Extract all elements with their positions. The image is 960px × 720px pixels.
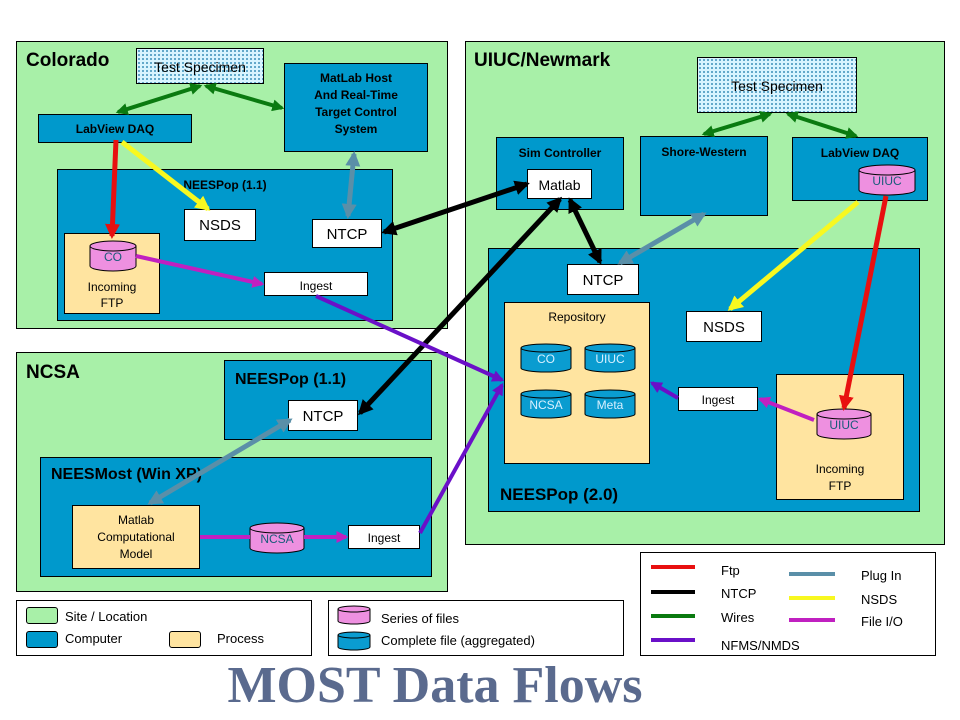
ntcp-colorado-label: NTCP (326, 226, 368, 243)
repo-meta-label: Meta (596, 398, 624, 412)
ftp-labview-uiuc (838, 195, 889, 411)
matlab-uiuc[interactable]: Matlab (527, 169, 592, 199)
co-file-cylinder[interactable]: CO (89, 240, 137, 272)
ntcp-uiuc[interactable]: NTCP (567, 264, 639, 295)
legend-ftp-label: Ftp (721, 563, 740, 578)
ntcp-ncsa[interactable]: NTCP (288, 400, 358, 431)
ftp-labview-co (105, 139, 120, 239)
legend-fileio-line (789, 618, 835, 622)
uiuc-labview-file-label: UIUC (872, 174, 902, 188)
repo-uiuc-cylinder[interactable]: UIUC (584, 343, 636, 373)
wire-specimen-labview-uiuc (785, 111, 859, 139)
legend-process-swatch (169, 631, 201, 648)
ncsa-file-label: NCSA (260, 532, 294, 546)
ntcp-uiuc-label: NTCP (582, 272, 624, 289)
legend-site-label: Site / Location (65, 609, 148, 624)
repository-label: Repository (548, 310, 606, 324)
nsds-uiuc-label: NSDS (703, 319, 745, 336)
ntcp-matlab-ntcp-uiuc (567, 197, 603, 265)
ncsa-file-cylinder[interactable]: NCSA (249, 522, 305, 554)
plugin-model-ntcp-ncsa (147, 417, 293, 506)
nfms-ingest-uiuc-repo (649, 381, 679, 400)
legend-plugin-line (789, 572, 835, 576)
ingest-uiuc[interactable]: Ingest (678, 387, 758, 411)
ingest-colorado-label: Ingest (299, 279, 333, 293)
nsds-labview-uiuc (727, 200, 860, 311)
neespop-ncsa-label: NEESPop (1.1) (235, 371, 347, 388)
incoming-ftp-colorado-label: Incoming FTP (87, 280, 137, 310)
nsds-colorado-label: NSDS (199, 217, 241, 234)
labview-daq-colorado[interactable]: LabView DAQ (38, 114, 192, 143)
neespop-uiuc-label: NEESPop (2.0) (500, 485, 619, 504)
nfms-ingest-ncsa-repo (418, 382, 504, 534)
nsds-colorado[interactable]: NSDS (184, 209, 256, 241)
site-title-colorado: Colorado (26, 50, 110, 71)
ingest-colorado[interactable]: Ingest (264, 272, 368, 296)
wire-specimen-matlabhost-co (203, 82, 285, 112)
legend-ftp-line (651, 565, 695, 569)
legend-plugin-label: Plug In (861, 568, 902, 583)
legend-wires-label: Wires (721, 610, 755, 625)
legend-computer-swatch (26, 631, 58, 648)
site-title-uiuc: UIUC/Newmark (474, 50, 611, 71)
legend-wires-line (651, 614, 695, 618)
legend-complete-cylinder (337, 631, 371, 651)
ntcp-ncsa-label: NTCP (302, 408, 344, 425)
sim-controller-label: Sim Controller (518, 146, 602, 160)
matlab-model-label: Matlab Computational Model (97, 513, 175, 561)
legend-series-label: Series of files (381, 611, 460, 626)
legend-complete-label: Complete file (aggregated) (381, 633, 535, 648)
legend-process-label: Process (217, 631, 264, 646)
matlab-uiuc-label: Matlab (538, 177, 581, 193)
labview-daq-uiuc-label: LabView DAQ (820, 146, 900, 160)
neespop-colorado-label: NEESPop (1.1) (183, 178, 267, 192)
incoming-ftp-uiuc-label: Incoming FTP (815, 462, 865, 493)
legend-computer-label: Computer (65, 631, 123, 646)
legend-files: Series of files Complete file (aggregate… (328, 600, 624, 656)
legend-nfms-line (651, 638, 695, 642)
matlab-host-label: MatLab Host And Real-Time Target Control… (314, 71, 398, 136)
wire-specimen-shore-uiuc (701, 111, 773, 137)
wire-specimen-labview-co (115, 83, 203, 115)
legend-boxes: Site / Location Computer Process (16, 600, 312, 656)
uiuc-incoming-file-label: UIUC (829, 418, 859, 432)
labview-daq-label: LabView DAQ (75, 122, 155, 136)
repo-meta-cylinder[interactable]: Meta (584, 389, 636, 419)
legend-ntcp-label: NTCP (721, 586, 757, 601)
shore-western[interactable]: Shore-Western (640, 136, 768, 216)
co-file-label: CO (104, 250, 122, 264)
nsds-uiuc[interactable]: NSDS (686, 311, 762, 342)
test-specimen-uiuc[interactable]: Test Specimen (697, 57, 857, 113)
legend-nsds-label: NSDS (861, 592, 898, 607)
fileio-co-ingest (135, 254, 265, 288)
plugin-matlabhost-ntcp-co (341, 151, 361, 219)
matlab-model[interactable]: Matlab Computational Model (72, 505, 200, 569)
shore-western-label: Shore-Western (661, 145, 747, 159)
ntcp-matlab-ntcp-co (381, 180, 530, 236)
matlab-host-colorado[interactable]: MatLab Host And Real-Time Target Control… (284, 63, 428, 152)
nfms-ingest-co-repo (315, 294, 505, 382)
legend-series-cylinder (337, 605, 371, 625)
ingest-uiuc-label: Ingest (701, 393, 735, 407)
legend-fileio-label: File I/O (861, 614, 903, 629)
site-title-ncsa: NCSA (26, 362, 80, 383)
legend-nfms-label: NFMS/NMDS (721, 638, 800, 653)
legend-site-swatch (26, 607, 58, 624)
fileio-uiuc-ingest (757, 396, 815, 422)
legend-ntcp-line (651, 590, 695, 594)
ntcp-matlab-ntcp-ncsa (357, 196, 563, 416)
ingest-ncsa-label: Ingest (367, 531, 401, 545)
uiuc-labview-file-cylinder[interactable]: UIUC (858, 164, 916, 196)
uiuc-incoming-file-cylinder[interactable]: UIUC (816, 408, 872, 440)
plugin-shore-ntcp-uiuc (617, 211, 707, 266)
repo-uiuc-label: UIUC (595, 352, 625, 366)
legend-nsds-line (789, 596, 835, 600)
legend-lines: Ftp NTCP Wires NFMS/NMDS Plug In NSDS Fi… (640, 552, 936, 656)
nsds-labview-co (120, 140, 211, 211)
ingest-ncsa[interactable]: Ingest (348, 525, 420, 549)
page-title: MOST Data Flows (227, 657, 643, 714)
test-specimen-label: Test Specimen (154, 59, 246, 75)
test-specimen-uiuc-label: Test Specimen (731, 78, 823, 94)
